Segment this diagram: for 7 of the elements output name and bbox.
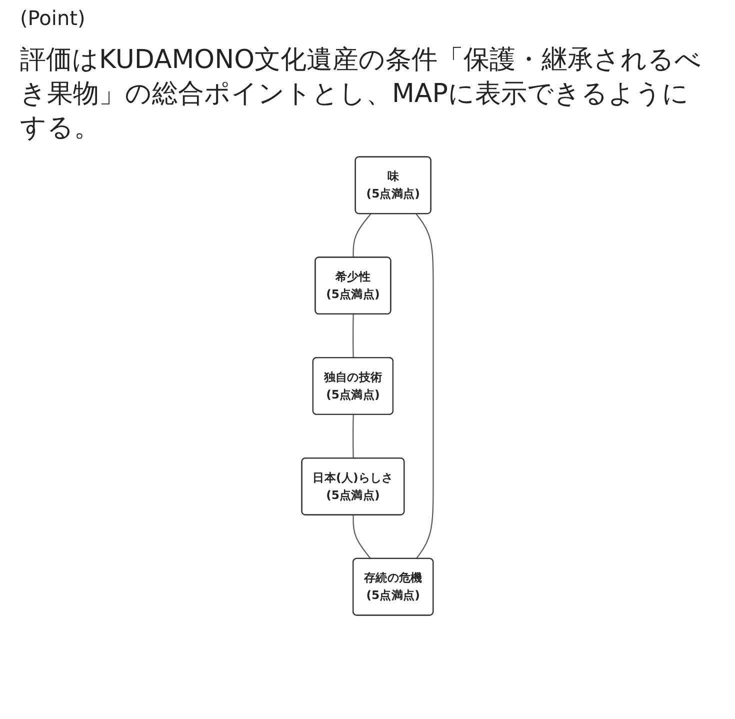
connector (352, 214, 372, 258)
label-text: (Point) (20, 6, 86, 30)
heading: 評価はKUDAMONO文化遺産の条件「保護・継承されるべき果物」の総合ポイントとし、MAPに表示できるようにする。 (20, 44, 703, 145)
connector (352, 314, 354, 358)
connector (352, 415, 354, 459)
connector (352, 516, 372, 560)
connector (416, 214, 434, 560)
